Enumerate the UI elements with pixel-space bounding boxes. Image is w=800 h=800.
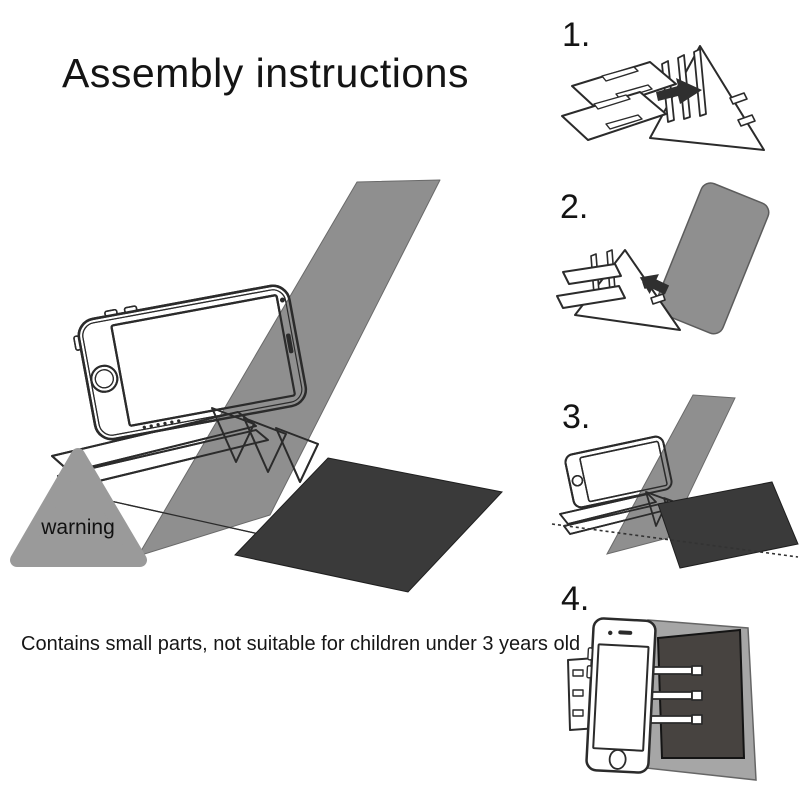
warning-label: warning bbox=[40, 516, 115, 539]
step-2-illustration bbox=[556, 182, 770, 335]
phone-slab bbox=[654, 182, 770, 335]
step-3-number: 3. bbox=[562, 398, 591, 436]
screen-mat bbox=[234, 457, 503, 593]
step-3-illustration bbox=[551, 394, 799, 569]
alignment-dotted-line bbox=[551, 523, 799, 558]
page-title: Assembly instructions bbox=[62, 50, 469, 96]
safety-caption: Contains small parts, not suitable for c… bbox=[21, 633, 581, 655]
main-illustration: warning bbox=[10, 179, 503, 593]
step-4-number: 4. bbox=[561, 580, 590, 618]
step-1-number: 1. bbox=[562, 16, 591, 54]
step-4-illustration bbox=[567, 617, 757, 781]
step-1-illustration bbox=[561, 45, 765, 151]
phone-front-view bbox=[585, 617, 657, 774]
assembled-stand bbox=[556, 249, 681, 331]
arrow-icon bbox=[639, 274, 670, 295]
base-plates bbox=[561, 61, 677, 141]
mini-screen-mat bbox=[657, 481, 799, 569]
step-2-number: 2. bbox=[560, 188, 589, 226]
arrow-icon bbox=[656, 78, 702, 104]
connector-pegs bbox=[647, 665, 703, 725]
warning-triangle bbox=[10, 448, 147, 567]
